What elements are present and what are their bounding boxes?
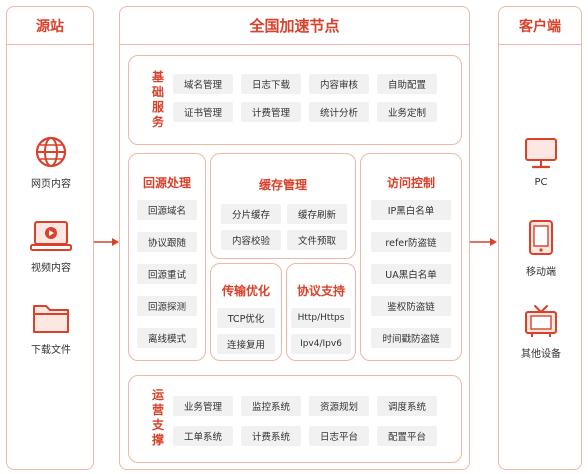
monitor-icon <box>525 138 557 169</box>
chip-connection-reuse: 连接复用 <box>217 334 275 354</box>
chip-cert-management: 证书管理 <box>173 102 233 122</box>
chip-billing-system: 计费系统 <box>241 426 301 446</box>
acceleration-nodes-title: 全国加速节点 <box>120 7 469 45</box>
client-column-title: 客户端 <box>499 7 581 45</box>
client-item-other: 其他设备 <box>499 303 583 360</box>
tv-icon <box>525 305 557 337</box>
access-control-title: 访问控制 <box>386 176 435 190</box>
client-item-label: 其他设备 <box>521 349 561 360</box>
chip-http-https: Http/Https <box>291 308 351 328</box>
chip-self-config: 自助配置 <box>377 74 437 94</box>
client-item-label: PC <box>534 177 548 188</box>
arrow-right-icon <box>94 238 119 246</box>
chip-config-platform: 配置平台 <box>377 426 437 446</box>
chip-custom-service: 业务定制 <box>377 102 437 122</box>
chip-domain-management: 域名管理 <box>173 74 233 94</box>
chip-cache-refresh: 缓存刷新 <box>287 204 347 224</box>
chip-billing-management: 计费管理 <box>241 102 301 122</box>
laptop-video-icon <box>30 221 72 251</box>
client-item-pc: PC <box>499 135 583 188</box>
chip-origin-domain: 回源域名 <box>137 200 197 220</box>
arrow-right-icon <box>470 238 497 246</box>
chip-refer-hotlink: refer防盗链 <box>371 232 451 252</box>
client-item-label: 移动端 <box>526 267 556 278</box>
chip-timestamp-hotlink: 时间戳防盗链 <box>371 328 451 348</box>
chip-scheduling-system: 调度系统 <box>377 396 437 416</box>
chip-ticket-system: 工单系统 <box>173 426 233 446</box>
folder-icon <box>33 305 69 333</box>
tablet-icon <box>529 220 553 255</box>
origin-fetch-title: 回源处理 <box>142 176 191 190</box>
chip-log-platform: 日志平台 <box>309 426 369 446</box>
cache-management-title: 缓存管理 <box>258 178 307 192</box>
access-control-panel: 访问控制 IP黑白名单 refer防盗链 UA黑白名单 鉴权防盗链 时间戳防盗链 <box>360 153 462 361</box>
globe-icon <box>35 136 67 168</box>
chip-content-check: 内容校验 <box>221 230 281 250</box>
chip-ua-list: UA黑白名单 <box>371 264 451 284</box>
basic-services-title: 基础服务 <box>151 70 164 129</box>
origin-item-label: 下载文件 <box>31 345 71 356</box>
chip-ip-list: IP黑白名单 <box>371 200 451 220</box>
chip-slice-cache: 分片缓存 <box>221 204 281 224</box>
chip-offline-mode: 离线模式 <box>137 328 197 348</box>
chip-business-management: 业务管理 <box>173 396 233 416</box>
basic-services-panel: 基础服务 域名管理 日志下载 内容审核 自助配置 证书管理 计费管理 统计分析 … <box>128 55 462 145</box>
operations-support-title: 运营支撑 <box>151 388 164 447</box>
protocol-support-title: 协议支持 <box>296 284 345 298</box>
operations-support-panel: 运营支撑 业务管理 监控系统 资源规划 调度系统 工单系统 计费系统 日志平台 … <box>128 375 462 463</box>
chip-resource-planning: 资源规划 <box>309 396 369 416</box>
chip-origin-probe: 回源探测 <box>137 296 197 316</box>
origin-item-label: 视频内容 <box>31 263 71 274</box>
chip-auth-hotlink: 鉴权防盗链 <box>371 296 451 316</box>
transfer-optimization-panel: 传输优化 TCP优化 连接复用 <box>210 263 282 361</box>
origin-item-label: 网页内容 <box>31 179 71 190</box>
origin-item-video: 视频内容 <box>7 219 95 274</box>
chip-tcp-optimization: TCP优化 <box>217 308 275 328</box>
chip-log-download: 日志下载 <box>241 74 301 94</box>
origin-fetch-panel: 回源处理 回源域名 协议跟随 回源重试 回源探测 离线模式 <box>128 153 206 361</box>
chip-file-prefetch: 文件预取 <box>287 230 347 250</box>
transfer-optimization-title: 传输优化 <box>221 284 270 298</box>
cache-management-panel: 缓存管理 分片缓存 缓存刷新 内容校验 文件预取 <box>210 153 356 259</box>
acceleration-nodes-column: 全国加速节点 基础服务 域名管理 日志下载 内容审核 自助配置 证书管理 计费管… <box>119 6 470 470</box>
chip-monitoring-system: 监控系统 <box>241 396 301 416</box>
chip-content-review: 内容审核 <box>309 74 369 94</box>
chip-origin-retry: 回源重试 <box>137 264 197 284</box>
origin-column: 源站 网页内容 视频内容 下载文件 <box>6 6 94 470</box>
chip-protocol-follow: 协议跟随 <box>137 232 197 252</box>
chip-statistics: 统计分析 <box>309 102 369 122</box>
origin-item-web: 网页内容 <box>7 135 95 190</box>
client-item-mobile: 移动端 <box>499 219 583 278</box>
protocol-support-panel: 协议支持 Http/Https Ipv4/Ipv6 <box>286 263 356 361</box>
origin-column-title: 源站 <box>7 7 93 45</box>
client-column: 客户端 PC 移动端 其他设备 <box>498 6 582 470</box>
chip-ipv4-ipv6: Ipv4/Ipv6 <box>291 334 351 354</box>
origin-item-download: 下载文件 <box>7 301 95 356</box>
